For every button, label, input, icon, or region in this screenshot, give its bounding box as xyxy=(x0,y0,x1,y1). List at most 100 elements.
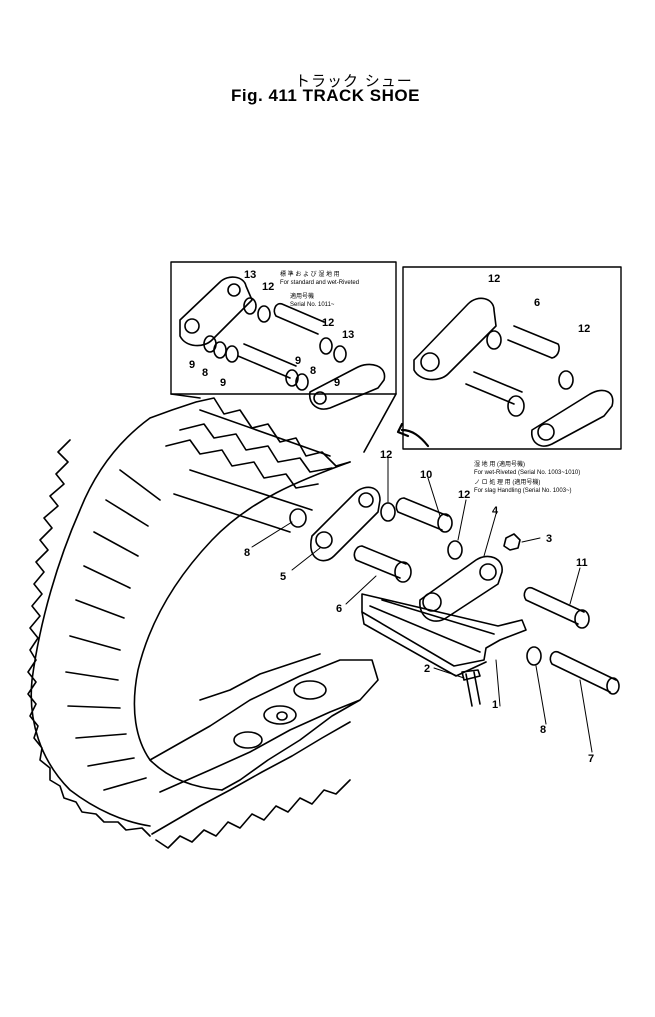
seal-ring xyxy=(257,305,271,323)
pin-part-7 xyxy=(549,650,617,693)
inset-link-bore xyxy=(313,391,327,405)
seal-part-8b xyxy=(526,646,542,666)
inset-right-label-6: 6 xyxy=(534,297,540,309)
inset-left-note-en: For standard and wet-Riveted xyxy=(280,280,359,286)
ring-shoe-lines xyxy=(65,469,161,791)
callout-6: 6 xyxy=(336,603,342,615)
inset-left-label-8b: 8 xyxy=(310,365,316,377)
link-bore xyxy=(479,563,497,581)
seal-ring xyxy=(243,297,257,315)
pin-11-end xyxy=(574,609,590,629)
inset-right-label-12a: 12 xyxy=(488,273,500,285)
callout-1: 1 xyxy=(492,699,498,711)
seal-part-12b xyxy=(447,540,463,560)
inset-link-upper xyxy=(179,276,253,347)
inset-link-bore xyxy=(537,423,555,441)
inset-left-label-9a: 9 xyxy=(189,359,195,371)
inset-left-note-jp: 標 準 お よ び 湿 地 用 xyxy=(280,270,340,278)
callout-7: 7 xyxy=(588,753,594,765)
seal-ring xyxy=(285,369,299,387)
note-right-line2-en: For slag Handling (Serial No. 1003~) xyxy=(474,488,572,494)
inset-left-label-9d: 9 xyxy=(334,377,340,389)
inset-link-bore xyxy=(184,318,200,334)
inset-right-bushing xyxy=(507,325,560,359)
inset-left-serial-jp: 適用号機 xyxy=(290,292,314,300)
bushing-part-6 xyxy=(353,545,407,579)
pin-end xyxy=(507,395,525,417)
inset-link-bore xyxy=(227,283,241,297)
callout-8a: 8 xyxy=(244,547,250,559)
callout-numbers: 1 2 3 4 5 6 7 8 8 10 11 12 12 13 12 12 1… xyxy=(189,269,594,765)
callout-11: 11 xyxy=(576,557,588,569)
bottom-chain-links xyxy=(149,653,379,849)
callout-5: 5 xyxy=(280,571,286,583)
callout-8b: 8 xyxy=(540,724,546,736)
inset-right-link-right xyxy=(530,389,614,447)
figure-title: Fig. 411 TRACK SHOE xyxy=(231,86,420,105)
callout-10: 10 xyxy=(420,469,432,481)
note-right-line1-jp: 湿 地 用 (適用号機) xyxy=(474,460,525,468)
inset-left-label-12b: 12 xyxy=(322,317,334,329)
pin-part-11 xyxy=(523,586,585,625)
figure-title-jp: トラック シュー xyxy=(295,72,413,90)
roller xyxy=(263,705,297,725)
link-bore xyxy=(358,492,374,508)
bolt-part-2 xyxy=(461,669,481,707)
inset-left xyxy=(170,261,397,453)
callout-3: 3 xyxy=(546,533,552,545)
inset-left-label-13b: 13 xyxy=(342,329,354,341)
top-shoe-plates xyxy=(165,409,333,533)
callout-4: 4 xyxy=(492,505,499,517)
inset-left-label-9b: 9 xyxy=(220,377,226,389)
seal-ring xyxy=(295,373,309,391)
link-part-4 xyxy=(419,555,503,622)
inset-right-pin xyxy=(465,371,523,405)
link-pin-end xyxy=(276,711,288,721)
seal-ring xyxy=(486,330,502,350)
inset-link-lower xyxy=(308,363,386,410)
shoe-grouser xyxy=(361,611,487,677)
inset-left-label-13a: 13 xyxy=(244,269,256,281)
direction-arrow xyxy=(400,428,430,448)
seal-part-8 xyxy=(289,508,307,528)
track-assembly xyxy=(27,397,379,849)
note-right-line2-jp: ノ ロ 処 理 用 (適用号機) xyxy=(474,478,540,486)
inset-left-serial-en: Serial No. 1011~ xyxy=(290,302,335,308)
exploded-parts xyxy=(289,486,620,707)
inset-right-frame xyxy=(402,266,622,450)
bushing-end xyxy=(437,513,453,533)
seal-ring xyxy=(319,337,333,355)
seal-ring xyxy=(213,341,227,359)
inset-left-label-8a: 8 xyxy=(202,367,208,379)
inset-bushing xyxy=(273,302,325,335)
inset-left-frame xyxy=(170,261,397,395)
link-part-5 xyxy=(310,486,381,562)
bushing-part-10 xyxy=(395,497,449,531)
inset-right-label-12b: 12 xyxy=(578,323,590,335)
pin-7-end xyxy=(606,677,620,695)
bushing-6-end xyxy=(394,561,412,583)
roller xyxy=(293,680,327,700)
shoe-plate-part-1 xyxy=(361,593,527,667)
note-right-line1-en: For wet-Riveted (Serial No. 1003~1010) xyxy=(474,470,580,476)
inset-right xyxy=(396,266,622,450)
inset-pin xyxy=(237,343,297,379)
callout-2: 2 xyxy=(424,663,430,675)
seal-part-12 xyxy=(380,502,396,522)
nut-part-3 xyxy=(503,533,521,551)
callout-12a: 12 xyxy=(380,449,392,461)
inset-left-label-12a: 12 xyxy=(262,281,274,293)
seal-ring xyxy=(333,345,347,363)
roller xyxy=(233,731,263,749)
seal-ring xyxy=(225,345,239,363)
callout-12b: 12 xyxy=(458,489,470,501)
leader-lines xyxy=(251,457,593,753)
inset-link-bore xyxy=(420,352,440,372)
seal-ring xyxy=(558,370,574,390)
link-bore xyxy=(315,531,333,549)
inset-left-label-9c: 9 xyxy=(295,355,301,367)
inset-right-link-left xyxy=(413,297,497,381)
inset-left-leader xyxy=(170,393,397,453)
